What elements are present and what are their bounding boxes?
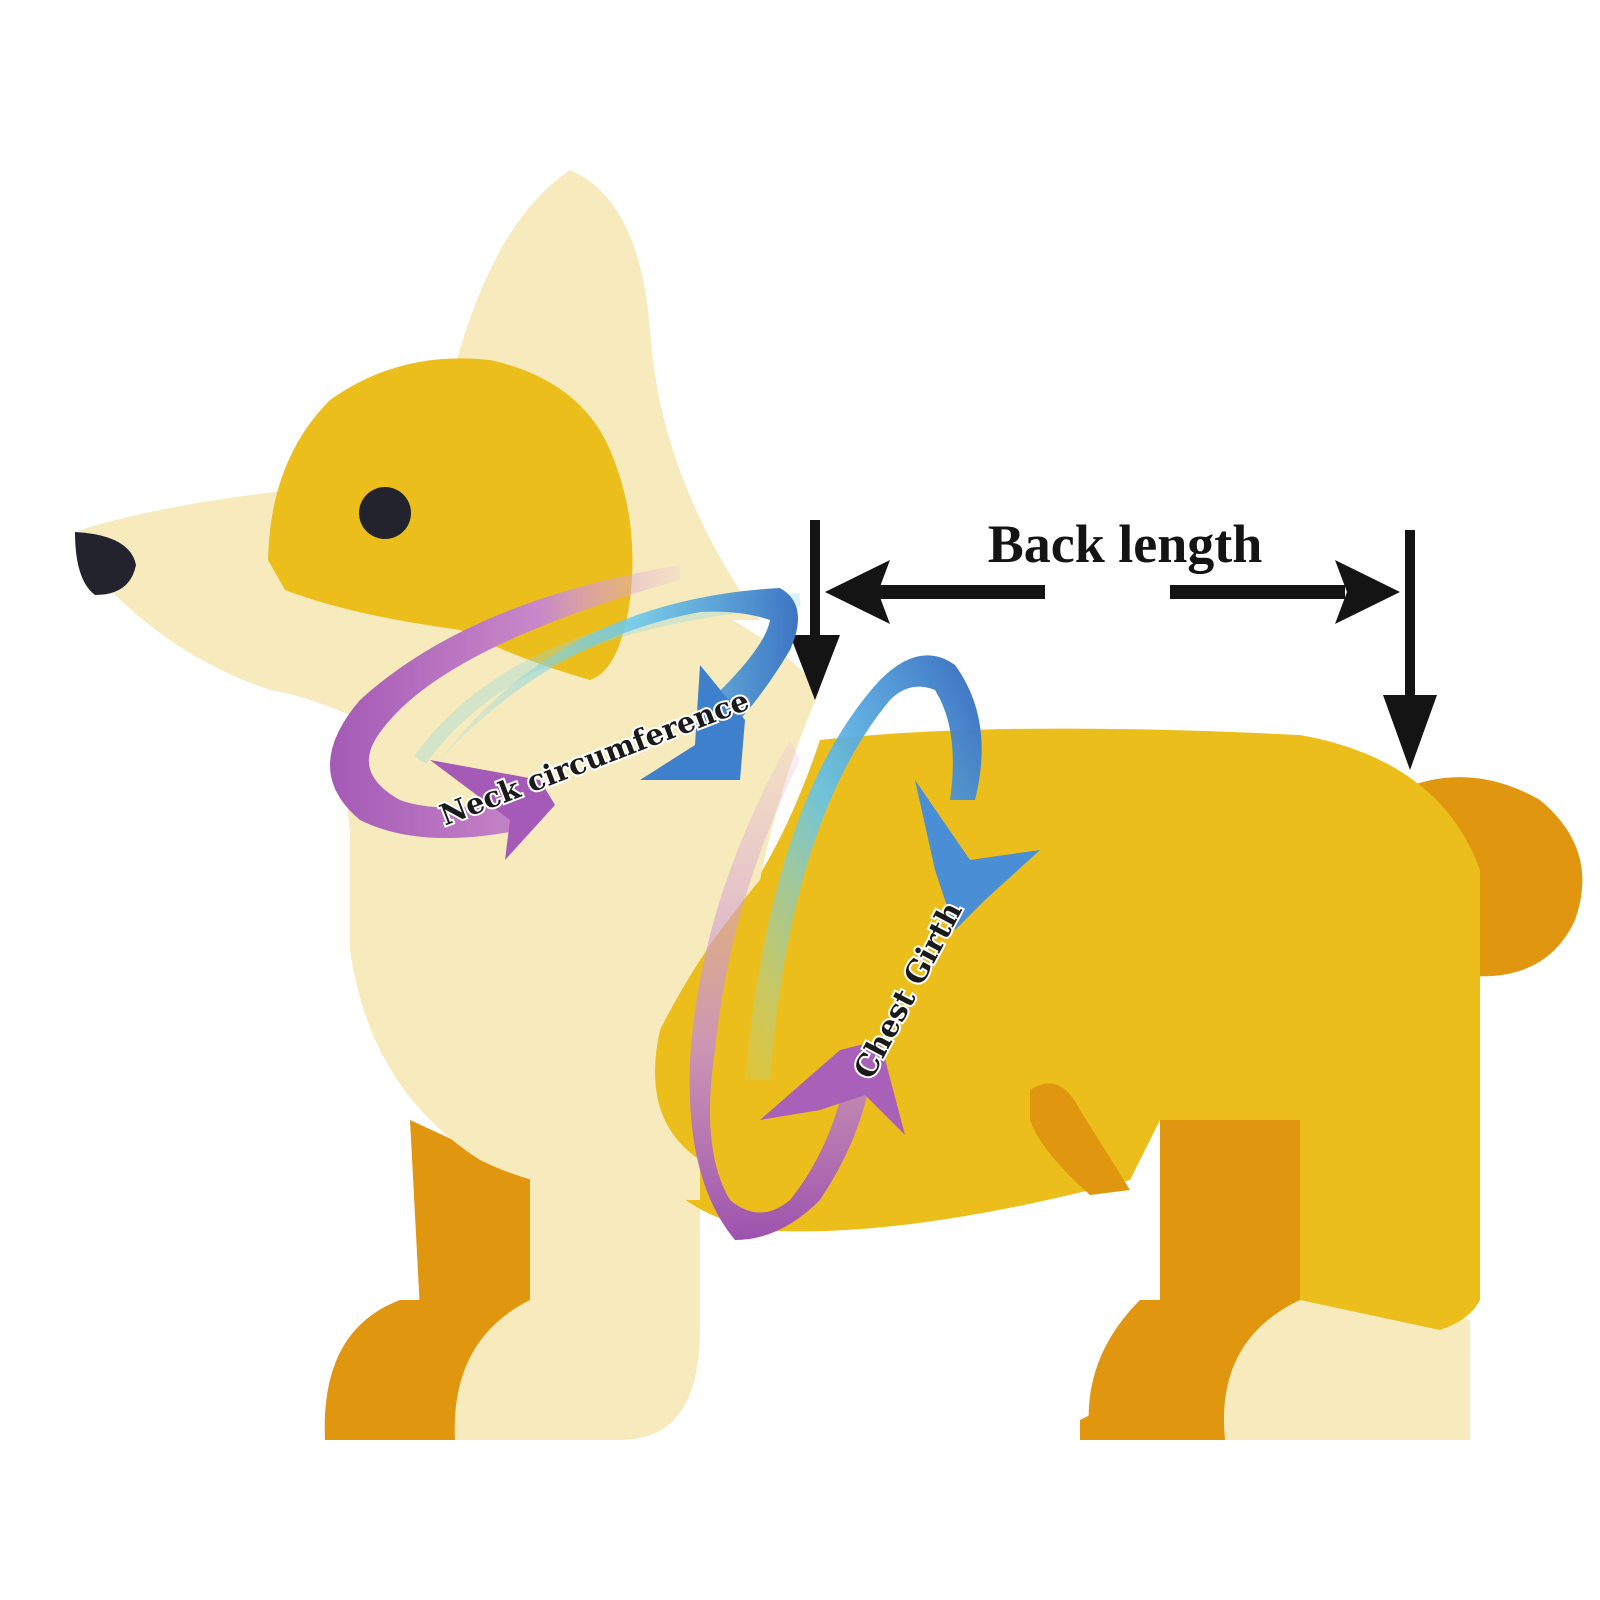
chest-blue-arc [745,655,982,1080]
front-leg-front-cream [454,1150,700,1440]
eye [359,487,411,539]
body [644,728,1480,1330]
hind-leg-left [1080,1120,1300,1440]
chest-blue-arrowhead [915,780,1040,930]
neck-blue-arrowhead [640,665,745,780]
back-length-left-arrowhead [825,560,890,624]
hind-leg-shade [1030,1083,1130,1195]
nose [75,532,136,595]
back-length-indicator: Back length [790,514,1437,770]
back-length-right-marker-arrowhead [1383,695,1437,770]
neck-purple-arc [330,565,680,838]
chest-purple-arrowhead [760,1040,905,1135]
neck-purple-arrowhead [430,760,555,860]
dog-illustration [75,170,1583,1440]
chest-purple-arc [689,740,870,1240]
back-length-left-marker-arrowhead [790,635,840,700]
back-length-right-arrowhead [1335,560,1400,624]
back-length-label: Back length [988,514,1263,574]
neck-blue-arc [440,588,798,760]
